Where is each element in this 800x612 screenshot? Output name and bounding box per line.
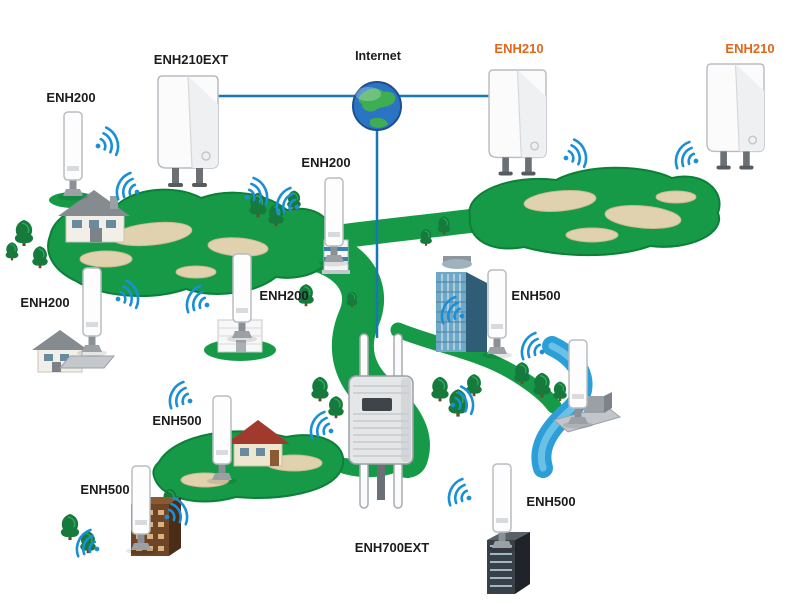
tree-icon: [552, 380, 568, 402]
wifi-signal-icon: [557, 136, 592, 174]
label-enh210-right: ENH210: [725, 41, 774, 56]
wifi-signal-icon: [89, 124, 124, 162]
labels: ENH210EXT Internet ENH210 ENH210 ENH200 …: [20, 41, 774, 555]
device-enh700ext: [348, 333, 414, 509]
label-internet: Internet: [355, 49, 402, 63]
building-house-red-roof: [226, 420, 290, 467]
wifi-signal-icon: [443, 475, 479, 514]
label-enh210-center: ENH210: [494, 41, 543, 56]
tree-icon: [310, 376, 330, 403]
internet-globe-icon: [352, 81, 402, 131]
label-enh500-bottomright: ENH500: [526, 494, 575, 509]
device-enh210-right: [706, 63, 765, 171]
label-enh200-left: ENH200: [20, 295, 69, 310]
wifi-signal-icon: [670, 138, 706, 177]
building-house-large: [58, 190, 130, 243]
tree-icon: [532, 372, 552, 399]
island-right: [468, 166, 721, 257]
tree-icon: [14, 219, 34, 247]
devices: [57, 63, 765, 556]
device-enh210ext: [157, 75, 219, 188]
sand-patches: [79, 190, 697, 488]
tree-icon: [430, 376, 450, 403]
wifi-signal-icon: [164, 378, 200, 417]
label-enh200-topleft: ENH200: [46, 90, 95, 105]
tree-icon: [31, 245, 49, 269]
backbone-links: [218, 94, 489, 338]
antenna-base-plate: [58, 355, 116, 369]
label-enh200-center: ENH200: [301, 155, 350, 170]
tree-icon: [5, 241, 19, 261]
label-enh500-midleft: ENH500: [152, 413, 201, 428]
building-office-blue: [436, 256, 487, 352]
tree-icon: [60, 513, 80, 541]
label-enh210ext: ENH210EXT: [154, 52, 228, 67]
label-enh200-mid: ENH200: [259, 288, 308, 303]
tree-icon: [327, 395, 345, 419]
device-enh200-topleft: [57, 111, 89, 202]
tree-icon: [513, 361, 531, 385]
device-enh210-center: [488, 69, 547, 177]
label-enh500-right: ENH500: [511, 288, 560, 303]
label-enh700ext: ENH700EXT: [355, 540, 429, 555]
label-enh500-bottomleft: ENH500: [80, 482, 129, 497]
